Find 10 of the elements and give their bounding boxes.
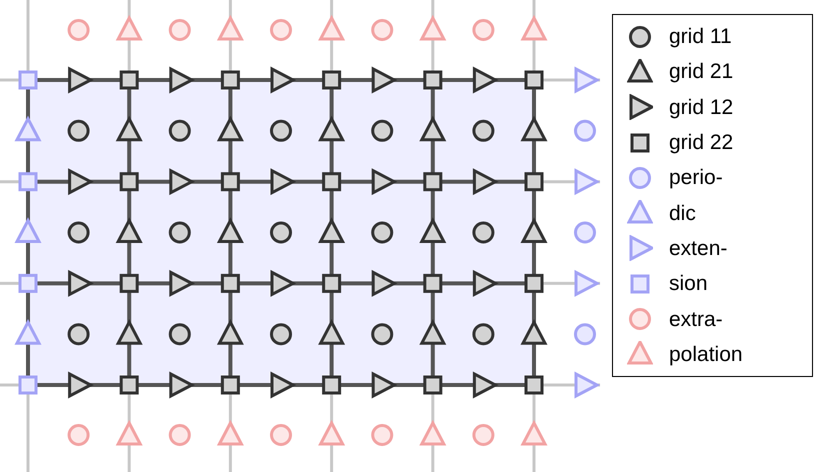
legend-label: grid 21 <box>669 61 734 82</box>
legend-label: exten- <box>669 238 728 259</box>
legend-label: grid 11 <box>669 26 732 48</box>
legend-label: grid 22 <box>669 132 734 154</box>
legend-label: grid 12 <box>669 96 734 118</box>
legend-label: sion <box>669 273 708 294</box>
legend-label: extra- <box>669 308 723 330</box>
legend-label: polation <box>669 344 743 365</box>
legend-label: dic <box>669 202 696 224</box>
legend-label: perio- <box>669 167 723 188</box>
